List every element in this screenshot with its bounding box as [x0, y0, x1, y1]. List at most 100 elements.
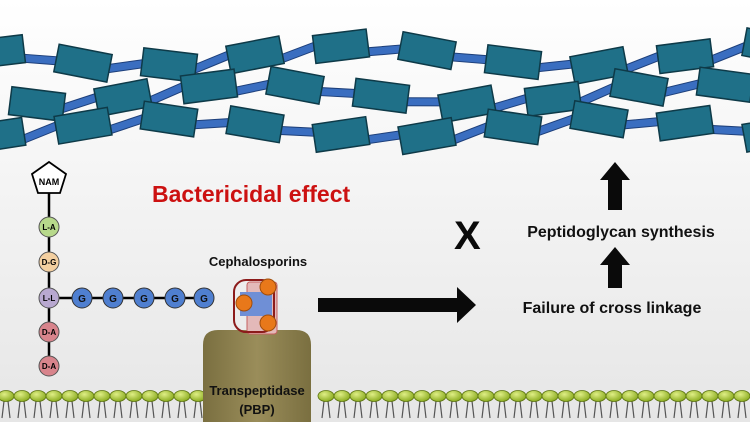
lipid-tail — [71, 400, 75, 419]
lipid-head — [509, 390, 527, 402]
up-arrow-lower — [600, 247, 630, 288]
lipid-head — [349, 390, 367, 402]
phospholipid — [157, 390, 175, 419]
lipid-tail — [23, 400, 27, 419]
lipid-head — [29, 390, 47, 402]
lipid-head — [93, 390, 111, 402]
glycan-block — [179, 68, 239, 105]
phospholipid — [317, 390, 335, 419]
glycine-node — [133, 287, 155, 309]
lipid-tail — [145, 400, 149, 419]
lipid-head — [0, 390, 15, 402]
lipid-tail — [727, 400, 731, 419]
headline-text: Bactericidal effect — [152, 181, 350, 207]
phospholipid — [621, 390, 639, 419]
lipid-tail — [663, 400, 667, 419]
lipid-tail — [65, 400, 69, 419]
phospholipid — [669, 390, 687, 419]
drug-orange-atom — [259, 314, 277, 332]
glycine-label: G — [109, 294, 117, 305]
glycan-block — [53, 106, 113, 145]
lipid-tail — [583, 400, 587, 419]
lipid-head — [733, 390, 750, 402]
lipid-tail — [503, 400, 507, 419]
glycan-block — [396, 30, 458, 71]
glycan-block — [655, 38, 715, 75]
glycine-node — [193, 287, 215, 309]
glycan-block — [483, 44, 543, 81]
lipid-tail — [17, 400, 21, 419]
glycan-block — [139, 100, 199, 138]
drug-orange-atom — [235, 294, 253, 312]
phospholipid — [493, 390, 511, 419]
lipid-tail — [465, 400, 469, 419]
lipid-tail — [423, 400, 427, 419]
stem-residue-label: D-A — [42, 362, 56, 371]
glycan-block — [523, 80, 583, 118]
glycan-block — [437, 84, 497, 124]
lipid-tail — [199, 400, 203, 419]
lipid-tail — [1, 400, 5, 419]
lipid-head — [13, 390, 31, 402]
lipid-tail — [593, 400, 597, 419]
glycan-block — [609, 67, 669, 107]
glycan-block — [741, 27, 750, 67]
lipid-tail — [327, 400, 331, 419]
glycine-node — [71, 287, 93, 309]
lipid-head — [429, 390, 447, 402]
lipid-head — [573, 390, 591, 402]
stem-residue-label: L-L — [43, 294, 56, 303]
up-arrow-upper — [600, 162, 630, 210]
lipid-tail — [535, 400, 539, 419]
inhibition-x-mark: X — [454, 214, 481, 258]
glycine-label: G — [78, 294, 86, 305]
glycine-node — [102, 287, 124, 309]
lipid-tail — [631, 400, 635, 419]
stem-residue-3: L-L — [38, 287, 60, 309]
lipid-tail — [695, 400, 699, 419]
glycan-block — [655, 104, 715, 142]
stem-residue-2: D-G — [38, 251, 60, 273]
lipid-head — [413, 390, 431, 402]
lipid-tail — [151, 400, 155, 419]
lipid-tail — [737, 400, 741, 419]
phospholipid — [0, 390, 15, 419]
lipid-tail — [673, 400, 677, 419]
lipid-tail — [743, 400, 747, 419]
lipid-head — [77, 390, 95, 402]
lipid-tail — [641, 400, 645, 419]
phospholipid — [141, 390, 159, 419]
glycine-3: G — [133, 287, 155, 309]
lipid-head — [397, 390, 415, 402]
lipid-head — [157, 390, 175, 402]
stem-node — [38, 287, 60, 309]
glycan-block — [52, 43, 114, 83]
lipid-tail — [167, 400, 171, 419]
lipid-tail — [689, 400, 693, 419]
lipid-head — [61, 390, 79, 402]
lipid-tail — [49, 400, 53, 419]
glycan-block — [741, 114, 750, 153]
phospholipid — [13, 390, 31, 419]
stem-node — [38, 355, 60, 377]
glycan-block — [139, 46, 199, 83]
lipid-head — [637, 390, 655, 402]
stem-residue-4: D-A — [38, 321, 60, 343]
lipid-tail — [369, 400, 373, 419]
glycan-block — [311, 28, 371, 65]
lipid-tail — [193, 400, 197, 419]
lipid-tail — [433, 400, 437, 419]
glycine-4: G — [164, 287, 186, 309]
lipid-tail — [647, 400, 651, 419]
arrow-shape — [600, 162, 630, 210]
lipid-tail — [337, 400, 341, 419]
lipid-tail — [177, 400, 181, 419]
phospholipid — [61, 390, 79, 419]
arrow-shape — [600, 247, 630, 288]
nam-pentagon — [30, 160, 68, 194]
lipid-head — [477, 390, 495, 402]
lipid-tail — [87, 400, 91, 419]
glycan-block — [351, 77, 411, 114]
lipid-tail — [135, 400, 139, 419]
